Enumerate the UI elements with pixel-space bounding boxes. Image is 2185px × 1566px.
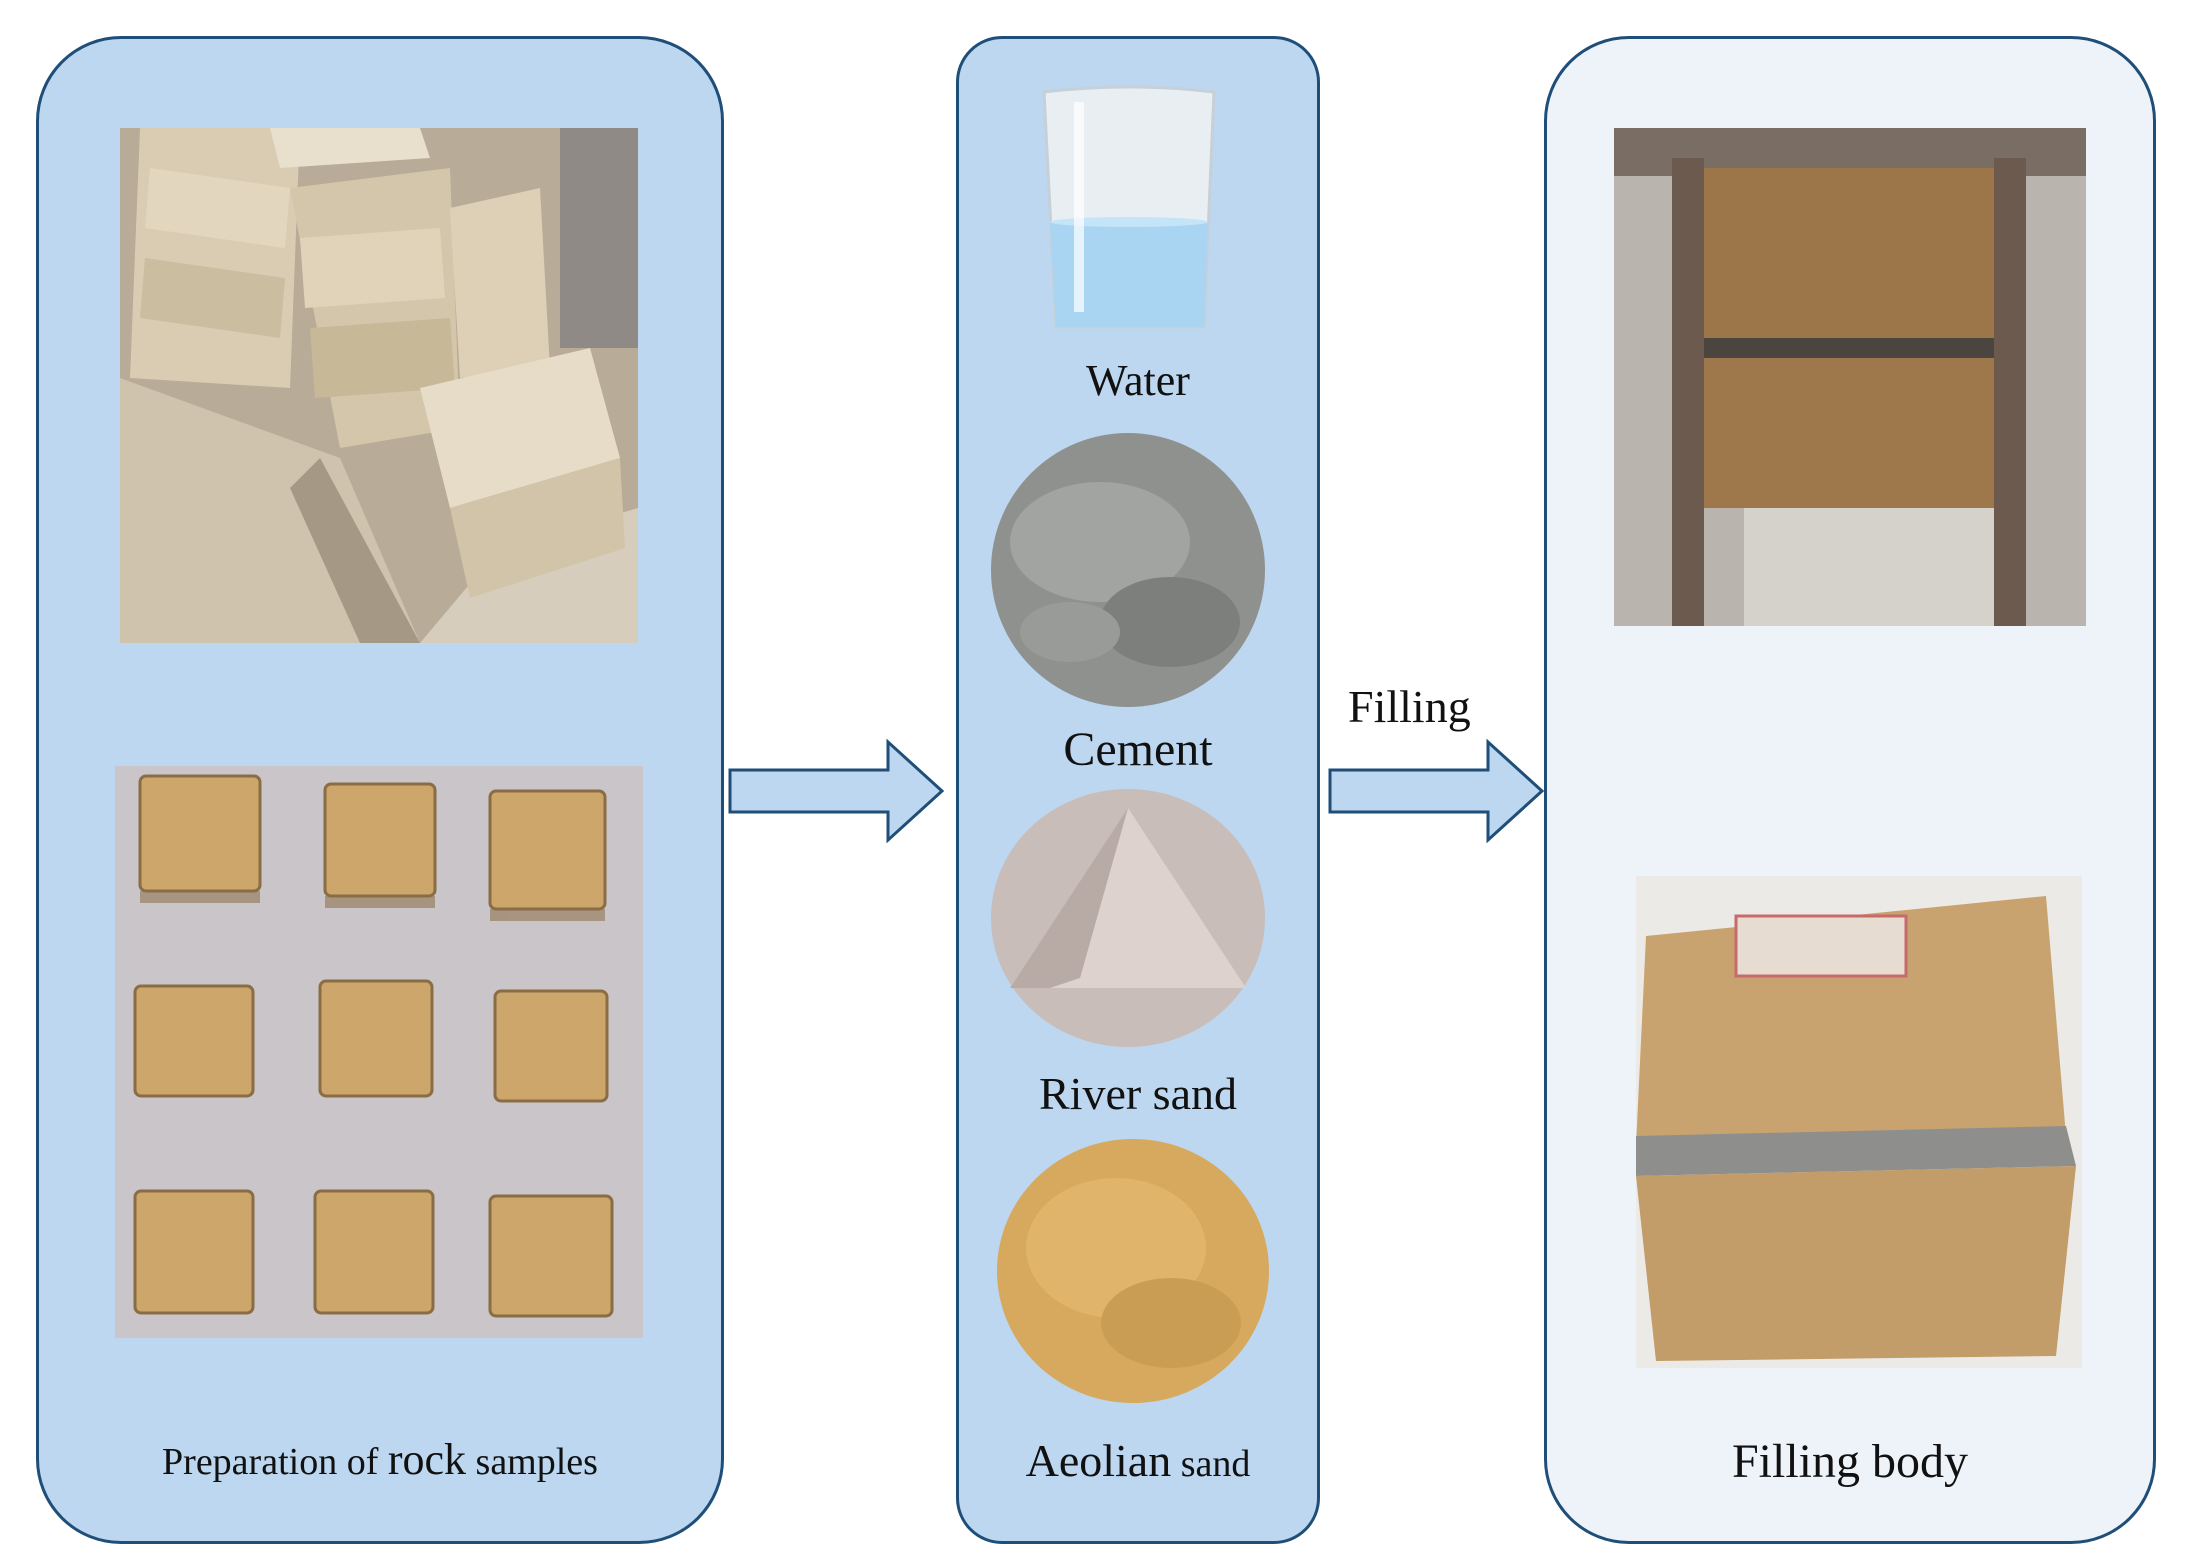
- river-sand-photo: [990, 788, 1266, 1048]
- caption-prefix: Preparation of: [162, 1441, 388, 1483]
- water-beaker-photo: [1034, 82, 1224, 332]
- arrow-to-filling-body: [1328, 738, 1545, 844]
- filled-specimen-in-frame-photo: [1614, 128, 2086, 626]
- rock-blocks-stack-photo: [120, 128, 638, 643]
- caption-keyword: rock: [387, 1435, 467, 1484]
- material-label-river-sand: River sand: [1038, 1068, 1237, 1119]
- cement-powder-photo: [990, 432, 1266, 708]
- aeolian-sand-photo: [996, 1138, 1270, 1404]
- caption-suffix: samples: [466, 1441, 598, 1483]
- sand-word: sand: [1171, 1443, 1251, 1485]
- rock-cubes-grid-photo: [115, 766, 643, 1338]
- material-label-aeolian-sand: Aeolian sand: [956, 1434, 1320, 1487]
- material-label-water: Water: [1086, 356, 1190, 405]
- aeolian-word: Aeolian: [1025, 1435, 1172, 1486]
- filled-specimen-cube-photo: [1636, 876, 2082, 1368]
- filling-arrow-label: Filling: [1348, 681, 1471, 732]
- arrow-to-materials: [728, 738, 945, 844]
- material-label-cement: Cement: [1063, 723, 1213, 776]
- filling-body-caption: Filling body: [1731, 1435, 1969, 1488]
- rock-panel-caption: Preparation of rock samples: [36, 1434, 724, 1485]
